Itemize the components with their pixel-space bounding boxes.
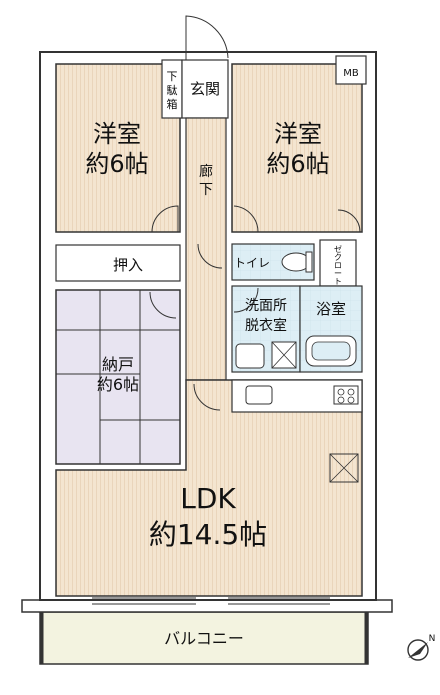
western-room-left <box>55 63 181 233</box>
meter-box-label: MB <box>343 68 359 79</box>
walk-in-closet-label-5: ト <box>334 277 342 286</box>
washroom-label-2: 脱衣室 <box>245 317 287 334</box>
closet <box>55 244 181 282</box>
entrance-label: 玄関 <box>190 80 220 98</box>
washroom-label-1: 洗面所 <box>245 298 287 314</box>
windows <box>92 597 330 605</box>
walk-in-closet-label-1: ゼ <box>334 244 342 254</box>
toilet-room <box>231 243 315 281</box>
western-room-right-name: 洋室 <box>274 120 322 148</box>
bathroom <box>299 285 363 373</box>
washroom <box>231 285 301 373</box>
doors <box>149 15 361 411</box>
western-room-left-size: 約6帖 <box>85 150 148 178</box>
walk-in-closet-label-4: ー <box>334 269 342 278</box>
western-room-left-name: 洋室 <box>93 120 141 148</box>
shoe-box-label-3: 箱 <box>167 97 178 111</box>
storage-room <box>55 289 181 465</box>
western-room-right-size: 約6帖 <box>266 150 329 178</box>
north-arrow: N <box>407 634 436 661</box>
entrance-area <box>161 59 229 119</box>
hallway <box>185 117 227 381</box>
shoe-box-label-1: 下 <box>167 70 178 83</box>
ldk-name: LDK <box>180 482 236 515</box>
storage-room-name: 納戸 <box>102 355 134 374</box>
balcony <box>21 599 393 665</box>
hallway-label-1: 廊 <box>199 163 213 180</box>
ldk <box>55 379 363 597</box>
hallway-label-2: 下 <box>199 182 213 198</box>
toilet-label: トイレ <box>234 256 270 270</box>
walk-in-closet-label-2: ク <box>334 253 342 262</box>
western-room-right <box>231 55 367 233</box>
balcony-label: バルコニー <box>164 629 244 648</box>
bathroom-label: 浴室 <box>316 300 346 318</box>
labels: 洋室 約6帖 洋室 約6帖 玄関 下 駄 箱 廊 下 押入 納戸 約6帖 トイレ… <box>85 68 359 648</box>
closet-label: 押入 <box>113 256 143 274</box>
storage-room-size: 約6帖 <box>97 375 139 394</box>
north-arrow-label: N <box>429 634 436 644</box>
shoe-box-label-2: 駄 <box>167 83 178 97</box>
walk-in-closet-label-3: ロ <box>334 261 342 270</box>
ldk-size: 約14.5帖 <box>149 518 267 551</box>
